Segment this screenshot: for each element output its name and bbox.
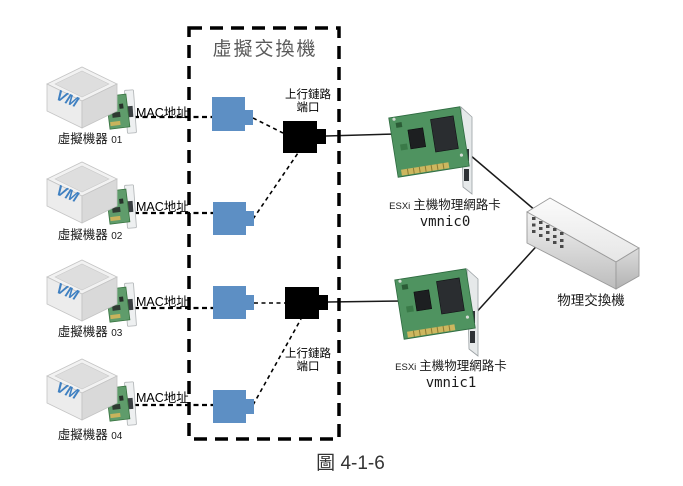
uplink-port-icon-1 <box>283 121 326 153</box>
vm-label-number: 03 <box>111 328 123 339</box>
vm-label-text: 虛擬機器 <box>57 428 108 442</box>
vm-label-number: 02 <box>111 231 123 242</box>
vm-label-text: 虛擬機器 <box>57 132 108 146</box>
uplink1-nic0-line <box>325 133 397 137</box>
nic-name: vmnic0 <box>419 214 471 230</box>
vswitch-port-icon-4 <box>213 390 254 423</box>
vm-label-03: 虛擬機器 03 <box>38 321 142 340</box>
uplink-ports <box>283 121 328 319</box>
uplink-label-line2: 端口 <box>296 360 320 373</box>
uplink-label-line1: 上行鏈路 <box>285 89 331 101</box>
vm-cube-icon-03 <box>46 259 137 327</box>
vm-cube-icon-04 <box>46 358 137 426</box>
nic-label-prefix: ESXi <box>395 362 417 373</box>
physical-switch-label: 物理交換機 <box>557 293 625 308</box>
vswitch-ports <box>212 97 254 423</box>
vm-label-text: 虛擬機器 <box>57 228 108 242</box>
physical-switch-icon <box>526 197 640 290</box>
virtual-switch-boundary <box>187 26 341 441</box>
nic-label-prefix: ESXi <box>389 201 411 212</box>
vm-label-01: 虛擬機器 01 <box>38 128 142 147</box>
vm-cube-icon-01 <box>46 66 137 134</box>
uplink-label-line2: 端口 <box>296 101 320 114</box>
figure-caption: 圖 4-1-6 <box>316 453 385 474</box>
uplink-label-line1: 上行鏈路 <box>285 348 331 360</box>
vm-label-02: 虛擬機器 02 <box>38 224 142 243</box>
mac-address-label-vm02: MAC地址 <box>136 200 189 214</box>
pci-network-card-icon-vmnic1 <box>394 268 479 357</box>
nic-label-text: 主機物理網路卡 <box>419 359 507 373</box>
virtual-switch-title: 虛擬交換機 <box>212 39 318 60</box>
mac-address-label-vm03: MAC地址 <box>136 295 189 309</box>
mac-link-lines <box>134 115 213 407</box>
vm-label-text: 虛擬機器 <box>57 325 108 339</box>
uplink-port-label-2: 上行鏈路 端口 <box>277 348 339 373</box>
port2-uplink-line <box>252 152 299 220</box>
vswitch-port-icon-2 <box>213 202 254 235</box>
nic-name: vmnic1 <box>425 375 477 391</box>
mac-address-label-vm04: MAC地址 <box>136 391 189 405</box>
vm-label-number: 04 <box>111 431 123 442</box>
mac-address-label-vm01: MAC地址 <box>136 106 189 120</box>
switch-port-marks <box>532 217 564 248</box>
vswitch-port-icon-3 <box>213 286 254 319</box>
nic1-switch-line <box>472 238 544 317</box>
nic0-switch-line <box>469 154 537 212</box>
port4-uplink-line <box>252 318 302 406</box>
port1-uplink-line <box>252 117 284 134</box>
port-uplink-lines <box>252 117 302 406</box>
vm-label-04: 虛擬機器 04 <box>38 424 142 443</box>
uplink-port-label-1: 上行鏈路 端口 <box>277 89 339 114</box>
vswitch-port-icon-1 <box>212 97 253 131</box>
nic-label-text: 主機物理網路卡 <box>413 198 501 212</box>
uplink-port-icon-2 <box>285 287 328 319</box>
vm-label-number: 01 <box>111 135 123 146</box>
pci-network-card-icon-vmnic0 <box>388 106 473 195</box>
vm-cube-icon-02 <box>46 161 137 229</box>
